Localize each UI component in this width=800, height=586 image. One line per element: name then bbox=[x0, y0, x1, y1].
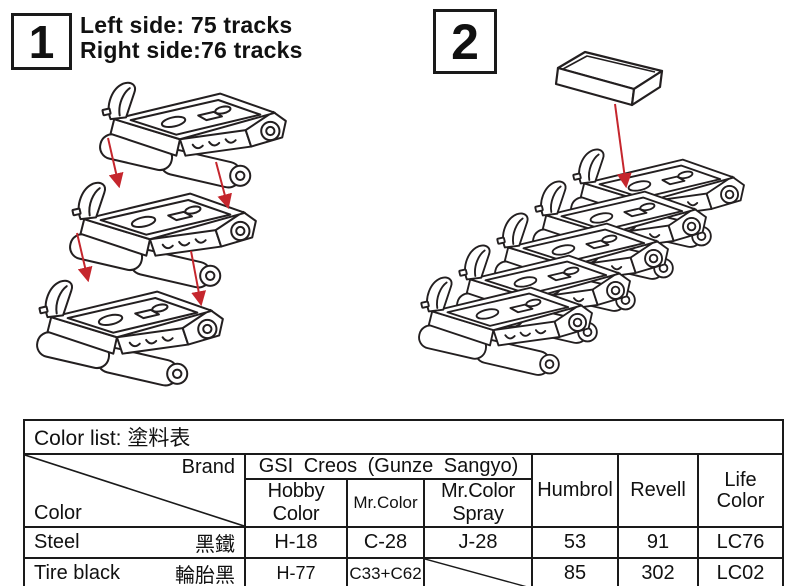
assembly-arrow bbox=[614, 103, 632, 189]
revell-header: Revell bbox=[617, 453, 699, 528]
color-name-zh: 黑鐵 bbox=[195, 534, 235, 556]
revell-value: 91 bbox=[617, 526, 699, 559]
humbrol-value: 85 bbox=[531, 557, 619, 586]
mr-color-header: Mr.Color bbox=[346, 478, 425, 528]
assembly-arrow bbox=[76, 232, 93, 283]
step-2-number: 2 bbox=[451, 13, 479, 70]
mr-color-spray-value: J-28 bbox=[423, 526, 533, 559]
step-2-diagram bbox=[415, 50, 745, 379]
track-link-drawing bbox=[33, 279, 224, 389]
assembly-diagrams bbox=[33, 50, 745, 389]
mr-color-value: C33+C62 bbox=[346, 557, 425, 586]
step-1-number: 1 bbox=[28, 15, 55, 68]
life-color-header: Life Color bbox=[696, 453, 785, 528]
assembly-arrows bbox=[76, 137, 232, 307]
hobby-color-value: H-77 bbox=[244, 557, 348, 586]
step-1-number-box: 1 bbox=[11, 13, 72, 70]
humbrol-value: 53 bbox=[531, 526, 619, 559]
assembly-arrow bbox=[107, 137, 124, 189]
color-list-title: Color list: 塗料表 bbox=[22, 419, 785, 455]
note-line-2: Right side:76 tracks bbox=[80, 37, 303, 63]
gsi-creos-header: GSI Creos (Gunze Sangyo) bbox=[244, 453, 533, 480]
press-block-drawing bbox=[554, 50, 664, 107]
note-line-1: Left side: 75 tracks bbox=[80, 12, 293, 38]
step-2-number-box: 2 bbox=[433, 9, 497, 74]
life-color-value: LC76 bbox=[696, 526, 785, 559]
color-name-en: Tire black bbox=[34, 562, 120, 584]
mr-color-value: C-28 bbox=[346, 526, 425, 559]
track-link-drawing bbox=[96, 81, 287, 191]
step-1-diagram bbox=[33, 81, 287, 389]
brand-label: Brand bbox=[181, 456, 235, 478]
color-list-table: Color list: 塗料表 Brand Color GSI Creos (G… bbox=[22, 419, 785, 586]
brand-color-corner-cell: Brand Color bbox=[23, 453, 246, 528]
track-link-drawing bbox=[66, 181, 257, 291]
hobby-color-value: H-18 bbox=[244, 526, 348, 559]
table-row-tire-black: Tire black 輪胎黑 H-77 C33+C62 85 302 LC02 bbox=[23, 557, 785, 586]
revell-value: 302 bbox=[617, 557, 699, 586]
hobby-color-header: Hobby Color bbox=[244, 478, 348, 528]
assembly-arrow bbox=[190, 250, 207, 307]
step-1-note: Left side: 75 tracks Right side:76 track… bbox=[80, 13, 303, 63]
color-name-cell: Steel 黑鐵 bbox=[23, 526, 246, 559]
life-color-value: LC02 bbox=[696, 557, 785, 586]
table-row-steel: Steel 黑鐵 H-18 C-28 J-28 53 91 LC76 bbox=[23, 526, 785, 559]
humbrol-header: Humbrol bbox=[531, 453, 619, 528]
color-name-cell: Tire black 輪胎黑 bbox=[23, 557, 246, 586]
assembly-arrow bbox=[215, 161, 232, 210]
color-name-en: Steel bbox=[34, 531, 80, 553]
mr-color-spray-header: Mr.Color Spray bbox=[423, 478, 533, 528]
color-label: Color bbox=[34, 502, 82, 524]
mr-color-spray-empty-cell bbox=[423, 557, 533, 586]
diagonal-divider bbox=[425, 559, 531, 586]
color-name-zh: 輪胎黑 bbox=[175, 565, 235, 586]
diagonal-divider bbox=[25, 455, 244, 526]
